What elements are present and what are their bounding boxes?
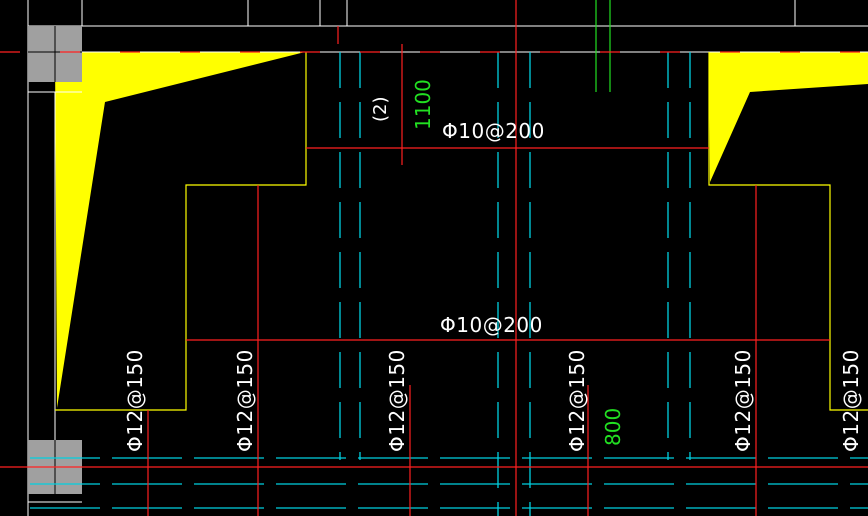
rebar-label-vertical-6: Φ12@150	[839, 349, 863, 452]
yellow-slope-right	[709, 52, 868, 182]
rebar-label-vertical-2: Φ12@150	[233, 349, 257, 452]
yellow-slope-left	[55, 52, 305, 408]
rebar-label-vertical-3: Φ12@150	[385, 349, 409, 452]
rebar-label-vertical-5: Φ12@150	[731, 349, 755, 452]
rebar-label-top: Φ10@200	[442, 119, 545, 143]
rebar-label-vertical-1: Φ12@150	[123, 349, 147, 452]
dimension-800: 800	[601, 408, 625, 446]
rebar-label-vertical-4: Φ12@150	[565, 349, 589, 452]
rebar-label-middle: Φ10@200	[440, 313, 543, 337]
yellow-outline-group	[55, 52, 868, 411]
green-line-group	[595, 0, 611, 92]
dimension-1100: 1100	[411, 79, 435, 130]
cyan-rebar-group	[30, 52, 868, 516]
section-marker-2: (2)	[370, 97, 391, 123]
